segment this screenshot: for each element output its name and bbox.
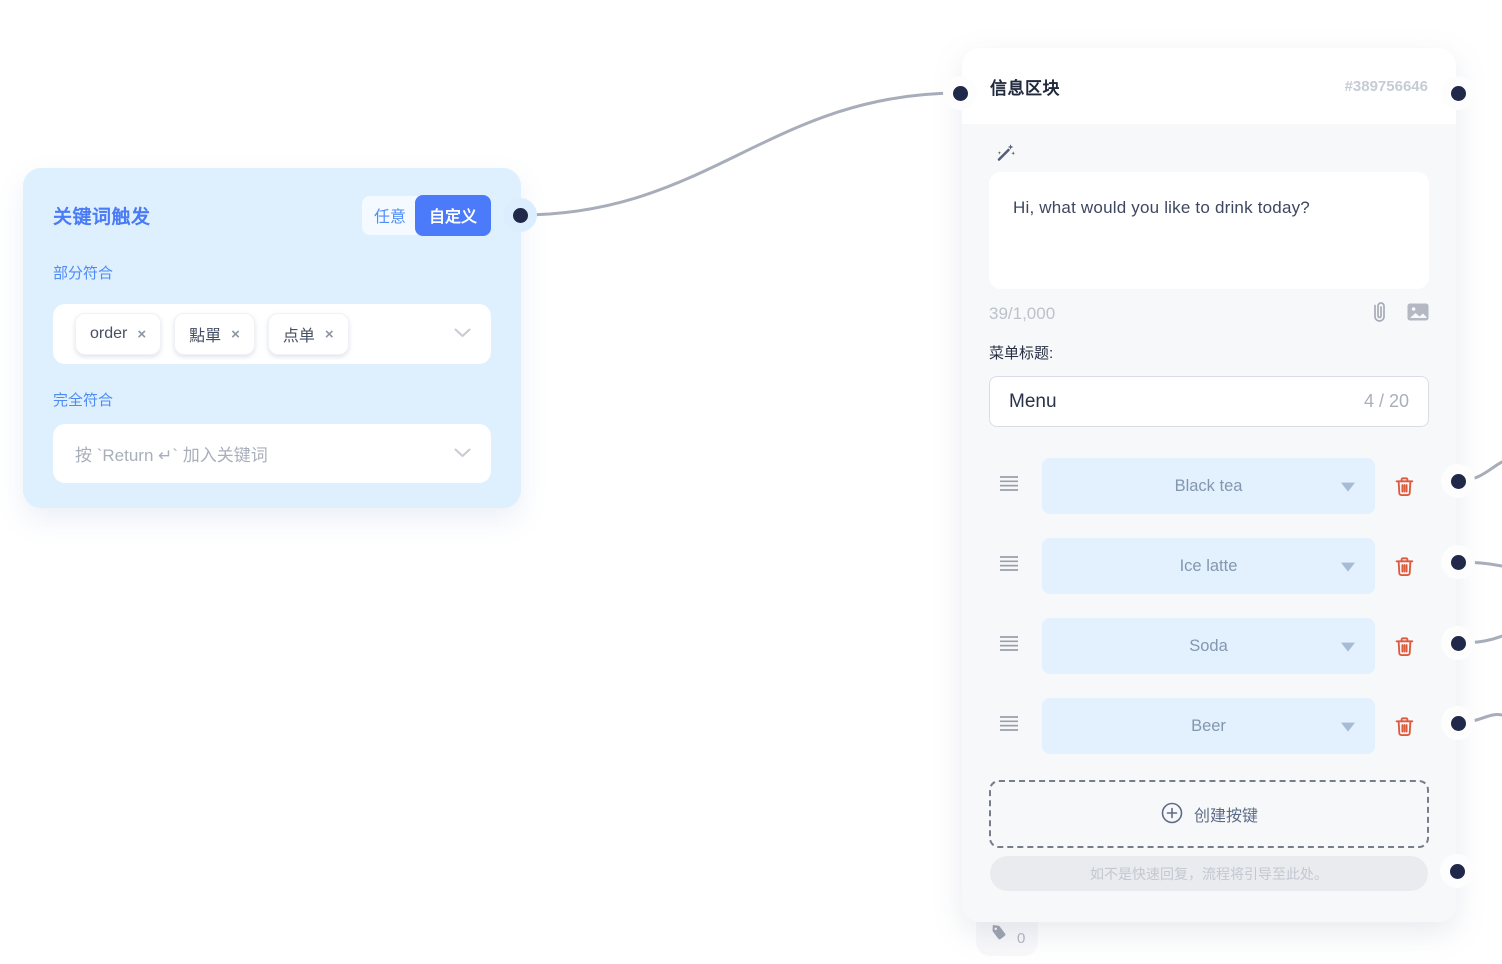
exact-match-placeholder: 按 `Return ↵` 加入关键词: [75, 446, 268, 465]
caret-down-icon: [1341, 722, 1355, 732]
drag-handle-icon[interactable]: [999, 475, 1019, 497]
menu-title-counter: 4 / 20: [1363, 391, 1409, 411]
message-text-input[interactable]: Hi, what would you like to drink today?: [989, 172, 1429, 289]
trigger-header: 关键词触发 任意 自定义: [53, 194, 491, 236]
exact-match-field[interactable]: 按 `Return ↵` 加入关键词: [53, 424, 491, 483]
button-3-output-port[interactable]: [1441, 626, 1475, 660]
partial-match-field[interactable]: order × 點單 × 点单 ×: [53, 304, 491, 364]
match-mode-tabs: 任意 自定义: [361, 194, 491, 236]
remove-keyword-icon[interactable]: ×: [231, 325, 240, 343]
button-row: Black tea: [989, 458, 1429, 514]
button-row: Beer: [989, 698, 1429, 754]
button-label: Black tea: [1174, 476, 1243, 495]
keyword-chip[interactable]: order ×: [75, 313, 162, 355]
paperclip-icon[interactable]: [1372, 300, 1387, 329]
message-title: 信息区块: [990, 78, 1060, 98]
button-select[interactable]: Ice latte: [1042, 538, 1375, 594]
drag-handle-icon[interactable]: [999, 635, 1019, 657]
plus-circle-icon: [1160, 801, 1184, 828]
char-counter: 39/1,000: [989, 304, 1056, 323]
button-label: Soda: [1189, 636, 1228, 655]
ai-magic-wand-icon[interactable]: [995, 142, 1429, 162]
menu-title-label: 菜单标题:: [989, 345, 1054, 362]
chevron-down-icon[interactable]: [454, 445, 471, 463]
menu-title-input[interactable]: Menu 4 / 20: [989, 376, 1429, 427]
message-body: Hi, what would you like to drink today? …: [962, 124, 1456, 922]
delete-button[interactable]: [1392, 554, 1416, 578]
button-2-output-port[interactable]: [1441, 545, 1475, 579]
remove-keyword-icon[interactable]: ×: [324, 325, 334, 343]
drag-handle-icon[interactable]: [999, 555, 1019, 577]
button-row: Ice latte: [989, 538, 1429, 594]
keyword-chip-label: 点单: [282, 328, 315, 345]
delete-button[interactable]: [1392, 474, 1416, 498]
fallback-route-text: 如不是快速回复，流程将引导至此处。: [1090, 865, 1328, 882]
keyword-chips: order × 點單 × 点单 ×: [75, 313, 349, 355]
drag-handle-icon[interactable]: [999, 715, 1019, 737]
create-button[interactable]: 创建按键: [989, 780, 1429, 848]
image-icon[interactable]: [1407, 303, 1429, 326]
caret-down-icon: [1341, 482, 1355, 492]
delete-button[interactable]: [1392, 714, 1416, 738]
chevron-down-icon[interactable]: [454, 325, 471, 343]
fallback-output-port[interactable]: [1440, 854, 1474, 888]
button-select[interactable]: Soda: [1042, 618, 1375, 674]
tab-any[interactable]: 任意: [361, 195, 418, 235]
tag-icon: [989, 923, 1008, 947]
counter-row: 39/1,000: [989, 300, 1429, 329]
message-block-node[interactable]: 信息区块 #389756646 Hi, what would you like …: [962, 48, 1456, 922]
keyword-chip-label: order: [90, 325, 128, 342]
keyword-chip[interactable]: 点单 ×: [267, 313, 349, 355]
button-4-output-port[interactable]: [1441, 706, 1475, 740]
keyword-chip-label: 點單: [189, 328, 222, 345]
fallback-route-bar: 如不是快速回复，流程将引导至此处。: [990, 856, 1428, 891]
wire-trigger-to-message: [518, 91, 962, 217]
tag-count: 0: [1017, 930, 1026, 947]
delete-button[interactable]: [1392, 634, 1416, 658]
trigger-output-port[interactable]: [503, 198, 537, 232]
attachment-toolbar: [1372, 300, 1429, 329]
quick-reply-buttons: Black tea Ice latte: [989, 458, 1429, 754]
message-text: Hi, what would you like to drink today?: [1013, 198, 1310, 217]
menu-title-value: Menu: [1009, 390, 1057, 412]
exact-match-label: 完全符合: [53, 392, 114, 409]
keyword-trigger-node[interactable]: 关键词触发 任意 自定义 部分符合 order × 點單 × 点单 × 完全符合: [23, 168, 521, 508]
keyword-chip[interactable]: 點單 ×: [174, 313, 255, 355]
button-label: Ice latte: [1179, 556, 1238, 575]
message-node-id: #389756646: [1344, 77, 1428, 95]
message-header: 信息区块 #389756646: [962, 48, 1456, 124]
remove-keyword-icon[interactable]: ×: [137, 325, 147, 343]
caret-down-icon: [1341, 562, 1355, 572]
message-input-port[interactable]: [943, 76, 977, 110]
tab-custom[interactable]: 自定义: [414, 194, 491, 236]
button-label: Beer: [1191, 716, 1226, 735]
button-1-output-port[interactable]: [1441, 464, 1475, 498]
partial-match-label: 部分符合: [53, 265, 114, 282]
caret-down-icon: [1341, 642, 1355, 652]
trigger-title: 关键词触发: [53, 206, 151, 228]
button-row: Soda: [989, 618, 1429, 674]
create-button-label: 创建按键: [1193, 808, 1258, 825]
button-select[interactable]: Beer: [1042, 698, 1375, 754]
message-output-port[interactable]: [1441, 76, 1475, 110]
button-select[interactable]: Black tea: [1042, 458, 1375, 514]
